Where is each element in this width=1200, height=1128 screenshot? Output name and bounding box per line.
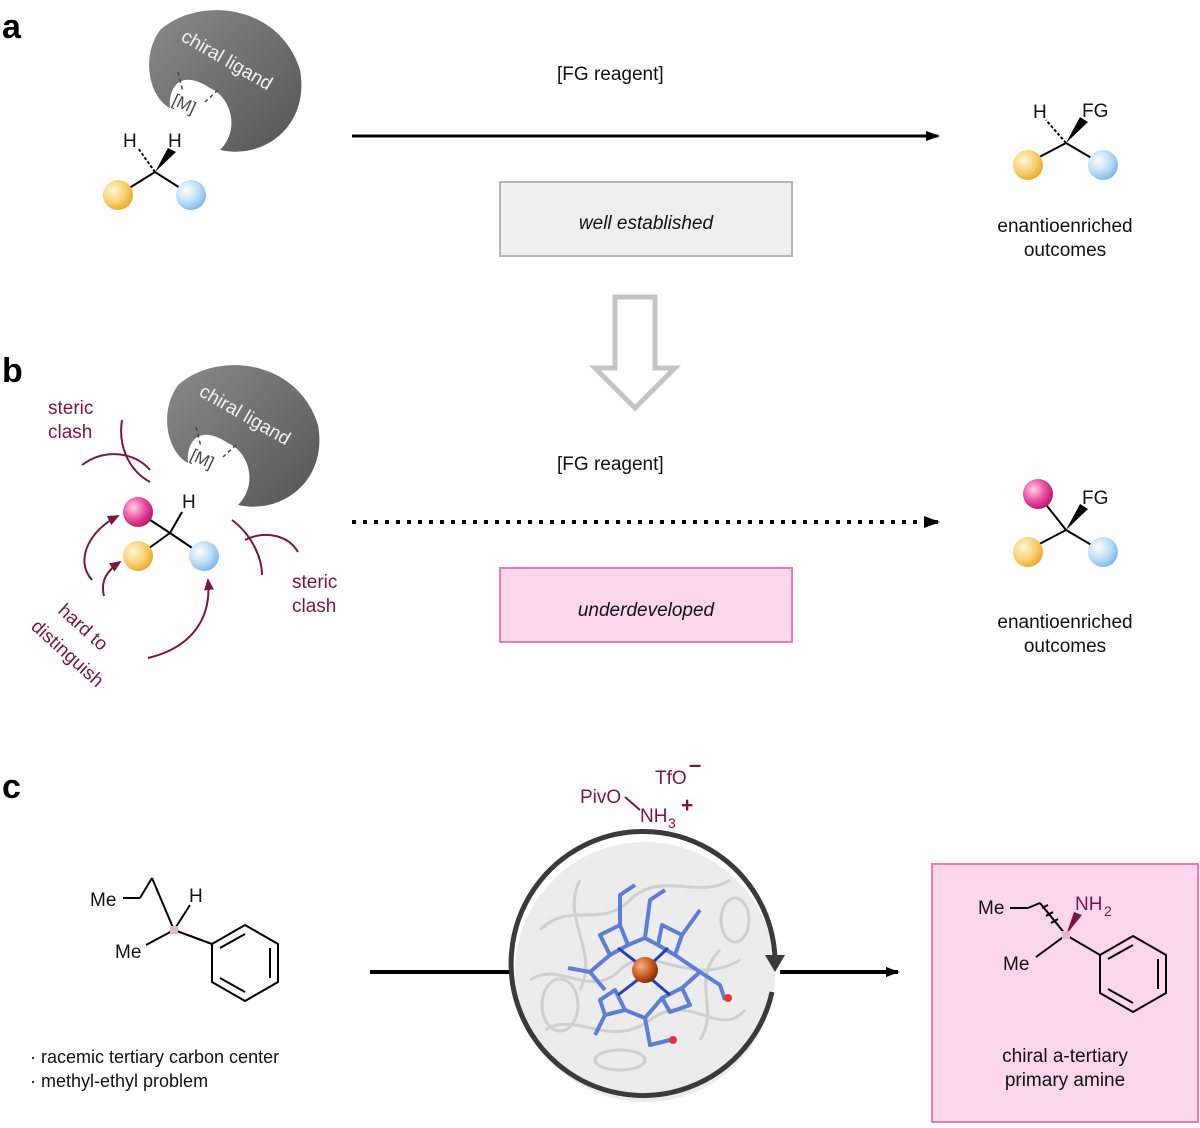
- outcome-a-line1: enantioenriched: [997, 216, 1132, 237]
- down-arrow: [588, 294, 682, 412]
- outcome-b-line1: enantioenriched: [997, 612, 1132, 633]
- substrate-c: [123, 877, 279, 1003]
- iron-center: [632, 957, 658, 983]
- steric-right-1: steric: [292, 572, 337, 593]
- panel-label-b: b: [2, 352, 23, 390]
- status-box-b: [499, 567, 793, 643]
- metal-label-b: [M]: [187, 445, 216, 472]
- product-sub2: 2: [1104, 903, 1112, 919]
- aminating-reagent: PivO NH 3 + TfO –: [580, 752, 701, 831]
- panel-label-a: a: [2, 8, 22, 46]
- yellow-group: [103, 180, 133, 210]
- product-me2: Me: [1003, 954, 1029, 975]
- panel-label-c: c: [2, 768, 21, 806]
- atom-h-right-a: H: [168, 131, 182, 152]
- steric-left-1: steric: [48, 398, 93, 419]
- reagent-label-b: [FG reagent]: [557, 454, 664, 475]
- product-b: FG: [1013, 479, 1118, 567]
- outcome-a-line2: outcomes: [1024, 240, 1106, 261]
- substrate-me1: Me: [90, 890, 116, 911]
- status-box-a: [499, 181, 793, 257]
- product-label-line1: chiral a-tertiary: [1002, 1046, 1128, 1067]
- substrate-me2: Me: [115, 942, 141, 963]
- steric-right-2: clash: [292, 596, 336, 617]
- product-fg-a: FG: [1082, 101, 1108, 122]
- reagent-nh: NH: [640, 806, 667, 827]
- enzyme-catalyst: [508, 829, 785, 1102]
- outcome-b-line2: outcomes: [1024, 636, 1106, 657]
- reagent-label-a: [FG reagent]: [557, 64, 664, 85]
- status-text-b: underdeveloped: [578, 600, 716, 621]
- steric-left-2: clash: [48, 422, 92, 443]
- atom-h-left-a: H: [123, 131, 137, 152]
- reagent-minus: –: [689, 752, 701, 777]
- blue-group: [176, 180, 206, 210]
- product-label-line2: primary amine: [1005, 1070, 1125, 1091]
- substrate-b: H: [123, 492, 219, 571]
- amine-wedge: [1066, 912, 1082, 935]
- reagent-sub3: 3: [668, 815, 676, 831]
- product-box-c: [931, 863, 1199, 1123]
- distinguish-arrows: [83, 515, 214, 659]
- metal-label-a: [M]: [169, 90, 198, 117]
- product-c: [1010, 902, 1167, 1014]
- bullet-methyl-ethyl: · methyl-ethyl problem: [30, 1071, 208, 1091]
- substrate-a: H H: [103, 131, 206, 210]
- reagent-pivo: PivO: [580, 787, 621, 808]
- status-text-a: well established: [579, 213, 715, 234]
- reagent-tfo: TfO: [655, 768, 687, 789]
- steric-clash-arcs: [81, 419, 299, 576]
- atom-h-b: H: [182, 492, 196, 513]
- product-nh: NH: [1075, 894, 1102, 915]
- pink-group: [123, 497, 153, 527]
- product-me1: Me: [978, 898, 1004, 919]
- product-fg-b: FG: [1082, 488, 1108, 509]
- reagent-plus: +: [681, 794, 693, 817]
- product-a: H FG: [1013, 101, 1118, 180]
- stereocenter-marker: [170, 926, 178, 934]
- chiral-ligand-b: chiral ligand: [167, 365, 320, 507]
- substrate-h: H: [189, 886, 203, 907]
- bullet-racemic: · racemic tertiary carbon center: [30, 1047, 279, 1067]
- product-h-a: H: [1033, 102, 1047, 123]
